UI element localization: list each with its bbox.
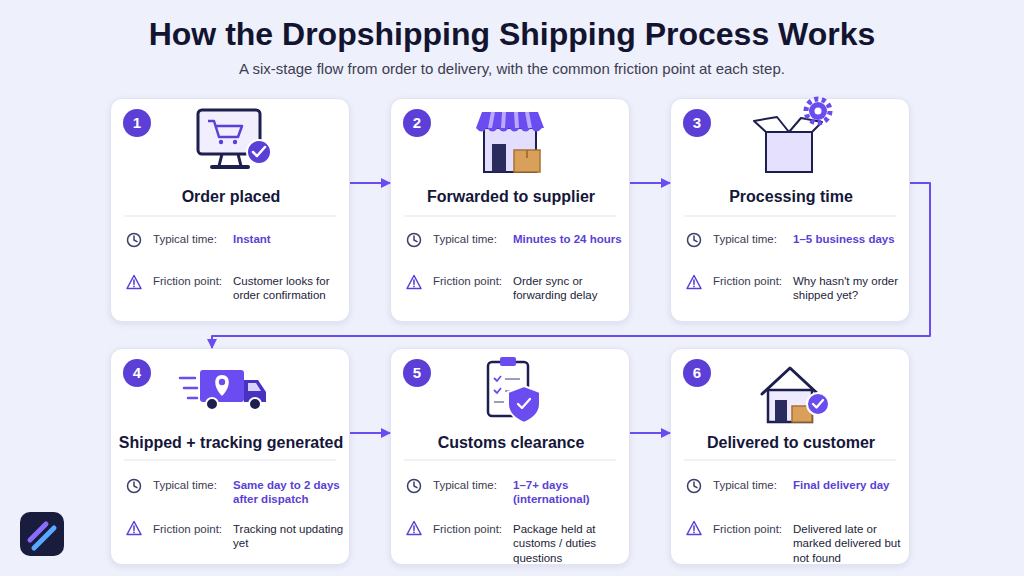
clipboard-shield-icon	[488, 357, 540, 423]
box-gear-icon	[754, 99, 830, 172]
step-number: 3	[683, 109, 711, 137]
logo-tile	[20, 512, 64, 556]
time-label: Typical time:	[153, 478, 217, 492]
warning-symbol	[127, 276, 141, 289]
clock-symbol	[408, 480, 421, 493]
card-divider	[124, 460, 336, 461]
stage-heading: Processing time	[673, 187, 909, 207]
time-label: Typical time:	[433, 232, 497, 246]
clock-symbol	[128, 480, 141, 493]
friction-label: Friction point:	[153, 522, 222, 536]
time-value: Final delivery day	[793, 478, 907, 492]
clock-symbol	[688, 480, 701, 493]
warning-symbol	[687, 276, 701, 289]
time-label: Typical time:	[153, 232, 217, 246]
step-number: 6	[683, 359, 711, 387]
flow-arrow	[350, 182, 390, 184]
friction-value: Why hasn't my order shipped yet?	[793, 274, 907, 303]
stage-card: 3Processing timeTypical time: 1–5 busines…	[670, 98, 910, 322]
stage-heading: Shipped + tracking generated	[113, 433, 349, 453]
friction-value: Tracking not updating yet	[233, 522, 347, 551]
friction-label: Friction point:	[713, 522, 782, 536]
friction-value: Delivered late or marked delivered but n…	[793, 522, 907, 565]
time-value: Same day to 2 days after dispatch	[233, 478, 347, 507]
friction-value: Customer looks for order confirmation	[233, 274, 347, 303]
friction-label: Friction point:	[153, 274, 222, 288]
card-divider	[684, 460, 896, 461]
stage-card: 1Order placedTypical time: InstantFrictio…	[110, 98, 350, 322]
stage-heading: Forwarded to supplier	[393, 187, 629, 207]
stage-heading: Order placed	[113, 187, 349, 207]
warning-symbol	[687, 522, 701, 535]
time-label: Typical time:	[713, 478, 777, 492]
warning-symbol	[407, 276, 421, 289]
card-divider	[124, 216, 336, 217]
flow-arrow	[630, 182, 670, 184]
house-icon	[762, 368, 829, 422]
friction-label: Friction point:	[433, 274, 502, 288]
store-icon	[476, 112, 544, 172]
time-value: 1–5 business days	[793, 232, 907, 246]
clock-symbol	[128, 234, 141, 247]
warning-symbol	[407, 522, 421, 535]
card-divider	[684, 216, 896, 217]
clock-symbol	[688, 234, 701, 247]
warning-symbol	[127, 522, 141, 535]
logo-stripe	[34, 528, 54, 548]
friction-value: Order sync or forwarding delay	[513, 274, 627, 303]
step-number: 5	[403, 359, 431, 387]
stage-heading: Customs clearance	[393, 433, 629, 453]
time-value: Minutes to 24 hours	[513, 232, 627, 246]
card-divider	[404, 460, 616, 461]
time-value: 1–7+ days (international)	[513, 478, 627, 507]
step-number: 2	[403, 109, 431, 137]
step-number: 4	[123, 359, 151, 387]
title: How the Dropshipping Shipping Process Wo…	[0, 14, 1024, 54]
subtitle: A six-stage flow from order to delivery,…	[0, 60, 1024, 79]
time-label: Typical time:	[713, 232, 777, 246]
friction-label: Friction point:	[433, 522, 502, 536]
flow-arrow	[212, 183, 930, 348]
clock-symbol	[408, 234, 421, 247]
time-label: Typical time:	[433, 478, 497, 492]
monitor-cart-icon	[198, 110, 271, 169]
friction-label: Friction point:	[713, 274, 782, 288]
truck-icon	[180, 370, 266, 410]
stage-heading: Delivered to customer	[673, 433, 909, 453]
time-value: Instant	[233, 232, 347, 246]
stage-card: 6Delivered to customerTypical time: Final…	[670, 348, 910, 565]
stage-card: 5Customs clearanceTypical time: 1–7+ days…	[390, 348, 630, 565]
friction-value: Package held at customs / duties questio…	[513, 522, 627, 565]
flow-arrow	[630, 432, 670, 434]
card-divider	[404, 216, 616, 217]
stage-card: 2Forwarded to supplierTypical time: Minut…	[390, 98, 630, 322]
step-number: 1	[123, 109, 151, 137]
stage-card: 4Shipped + tracking generatedTypical tim…	[110, 348, 350, 565]
flow-arrow	[350, 432, 390, 434]
